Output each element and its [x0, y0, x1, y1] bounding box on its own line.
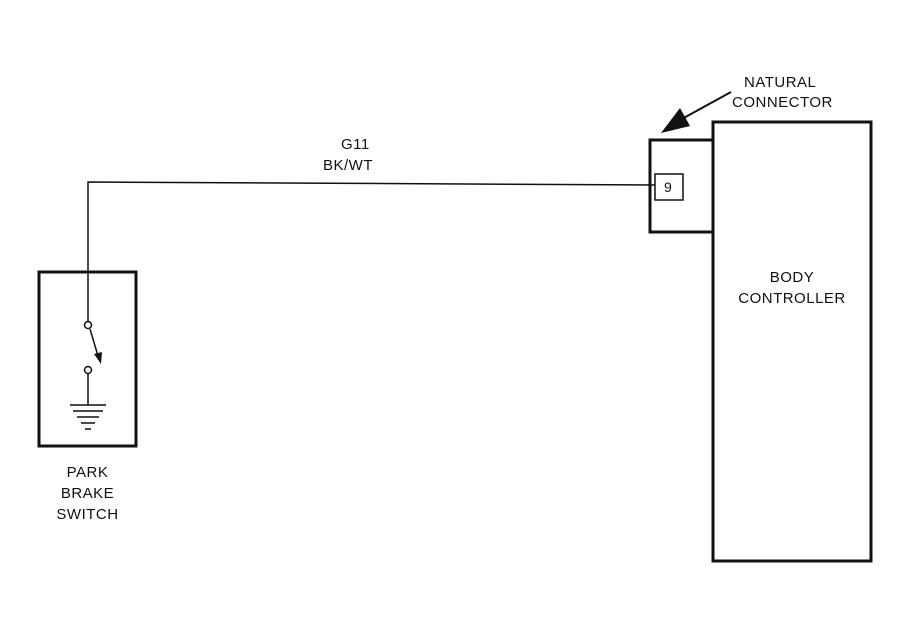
connector-pin-box — [654, 173, 684, 201]
body-controller-box — [711, 120, 873, 563]
park-brake-switch-label-line3: SWITCH — [56, 506, 119, 523]
natural-connector-housing — [648, 138, 713, 234]
park-brake-switch-box — [37, 270, 138, 448]
park-brake-switch-label-line2: BRAKE — [60, 485, 115, 502]
wire-color-label: BK/WT — [323, 157, 373, 174]
switch-lower-contact — [83, 365, 93, 375]
connector-pointer-line — [679, 91, 732, 121]
body-controller-label-line1: BODY — [769, 269, 815, 286]
switch-blade-arrowhead — [94, 352, 102, 364]
connector-pointer-arrowhead — [661, 108, 690, 133]
switch-blade — [89, 328, 99, 357]
wire-circuit-label: G11 — [341, 136, 370, 153]
body-controller-label-line2: CONTROLLER — [738, 290, 846, 307]
wire-g11 — [87, 181, 656, 322]
park-brake-switch-label-line1: PARK — [66, 464, 109, 481]
connector-name-line1: NATURAL — [744, 74, 817, 91]
switch-upper-contact — [83, 320, 93, 330]
ground-icon — [70, 404, 106, 430]
connector-pin-number: 9 — [664, 179, 673, 195]
connector-name-line2: CONNECTOR — [732, 94, 833, 111]
